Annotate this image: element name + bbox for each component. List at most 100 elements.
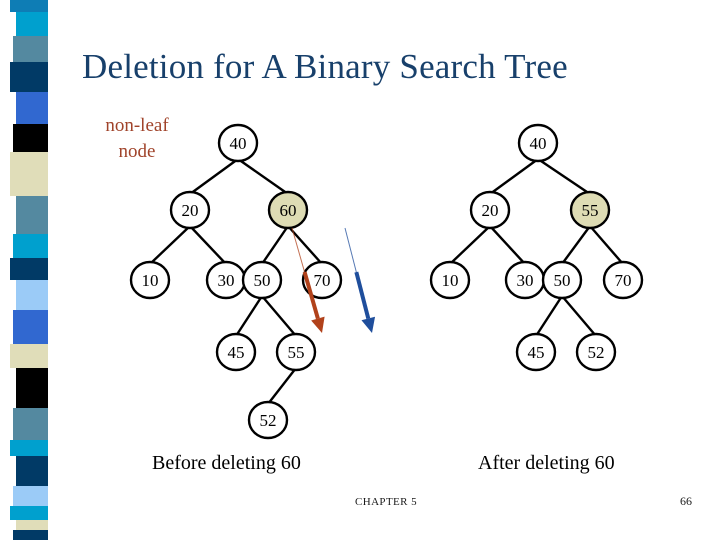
tree-node-label: 50 <box>254 271 271 290</box>
tree-node-label: 30 <box>218 271 235 290</box>
tree-node-70[interactable]: 70 <box>301 260 343 300</box>
color-band <box>16 456 48 486</box>
tree-node-label: 20 <box>482 201 499 220</box>
tree-edge <box>534 295 564 337</box>
tree-node-circle <box>247 400 289 440</box>
tree-node-20[interactable]: 20 <box>469 190 511 230</box>
tree-node-circle <box>301 260 343 300</box>
tree-edge <box>489 225 526 265</box>
arrow-tail <box>344 227 358 276</box>
tree-node-55[interactable]: 55 <box>569 190 611 230</box>
color-band <box>13 36 48 62</box>
tree-node-circle <box>215 332 257 372</box>
footer-page-number: 66 <box>680 494 692 508</box>
tree-node-55[interactable]: 55 <box>275 332 317 372</box>
tree-node-circle <box>129 260 171 300</box>
color-band <box>16 92 48 124</box>
footer-chapter-label: CHAPTER 5 <box>355 496 417 508</box>
page-title: Deletion for A Binary Search Tree <box>82 47 568 86</box>
color-band <box>16 520 48 530</box>
tree-node-circle <box>575 332 617 372</box>
tree-edge <box>449 225 491 265</box>
tree-node-circle <box>602 260 644 300</box>
tree-node-label: 45 <box>228 343 245 362</box>
tree-node-circle <box>217 123 259 163</box>
tree-node-circle <box>241 260 283 300</box>
tree-node-circle <box>169 190 211 230</box>
color-band <box>16 12 48 36</box>
tree-edge <box>261 295 297 337</box>
non-leaf-node-annotation-line1: non-leaf <box>105 115 169 136</box>
tree-node-label: 20 <box>182 201 199 220</box>
color-band <box>10 344 48 368</box>
tree-edge <box>189 225 227 265</box>
tree-node-40[interactable]: 40 <box>217 123 259 163</box>
tree-node-label: 10 <box>142 271 159 290</box>
color-band <box>13 234 48 258</box>
color-band <box>10 506 48 520</box>
tree-node-circle <box>517 123 559 163</box>
tree-node-circle-highlighted <box>267 190 309 230</box>
tree-node-10[interactable]: 10 <box>129 260 171 300</box>
tree-node-label: 10 <box>442 271 459 290</box>
tree-node-50[interactable]: 50 <box>541 260 583 300</box>
caption-after: After deleting 60 <box>478 452 615 474</box>
caption-before: Before deleting 60 <box>152 452 301 474</box>
arrow-head <box>361 316 376 333</box>
tree-node-45[interactable]: 45 <box>215 332 257 372</box>
tree-edge <box>261 225 289 265</box>
decorative-color-strip <box>0 0 48 540</box>
tree-node-10[interactable]: 10 <box>429 260 471 300</box>
tree-node-circle-highlighted <box>569 190 611 230</box>
tree-node-52[interactable]: 52 <box>247 400 289 440</box>
replacement-arrow-red <box>291 227 325 333</box>
tree-node-70[interactable]: 70 <box>602 260 644 300</box>
binary-search-tree-after: 40 20 55 10 30 50 70 45 52 <box>429 123 644 372</box>
tree-node-circle <box>541 260 583 300</box>
binary-search-tree-before: 40 20 60 10 30 50 70 45 55 52 <box>129 123 343 440</box>
color-band <box>10 62 48 92</box>
tree-node-label: 55 <box>288 343 305 362</box>
tree-node-30[interactable]: 30 <box>504 260 546 300</box>
tree-node-label: 45 <box>528 343 545 362</box>
tree-node-label: 50 <box>554 271 571 290</box>
tree-edge <box>149 225 191 265</box>
tree-node-40[interactable]: 40 <box>517 123 559 163</box>
annotation-arrows <box>291 227 376 333</box>
color-band <box>10 152 48 196</box>
color-band <box>16 368 48 408</box>
tree-edge <box>561 295 597 337</box>
tree-node-30[interactable]: 30 <box>205 260 247 300</box>
tree-node-label: 40 <box>530 134 547 153</box>
arrow-head <box>311 316 325 333</box>
non-leaf-node-annotation: non-leaf node <box>78 113 196 165</box>
tree-node-50[interactable]: 50 <box>241 260 283 300</box>
tree-node-label: 60 <box>280 201 297 220</box>
tree-node-label: 55 <box>582 201 599 220</box>
color-band <box>13 310 48 344</box>
tree-node-circle <box>469 190 511 230</box>
tree-node-circle <box>515 332 557 372</box>
arrow-shaft <box>354 271 371 319</box>
tree-node-45[interactable]: 45 <box>515 332 557 372</box>
arrow-shaft <box>302 271 320 320</box>
non-leaf-node-annotation-line2: node <box>118 141 156 162</box>
tree-node-60[interactable]: 60 <box>267 190 309 230</box>
color-band <box>10 258 48 280</box>
tree-edge <box>234 295 264 337</box>
tree-edge <box>189 158 239 195</box>
color-band <box>16 196 48 234</box>
color-band <box>10 0 48 12</box>
replacement-arrow-blue <box>344 227 376 333</box>
tree-node-label: 52 <box>588 343 605 362</box>
tree-node-label: 70 <box>615 271 632 290</box>
arrow-tail <box>291 227 306 276</box>
tree-node-52[interactable]: 52 <box>575 332 617 372</box>
tree-edge <box>237 158 289 195</box>
tree-edge <box>489 158 539 195</box>
color-band <box>16 280 48 310</box>
color-band <box>13 124 48 152</box>
tree-node-20[interactable]: 20 <box>169 190 211 230</box>
